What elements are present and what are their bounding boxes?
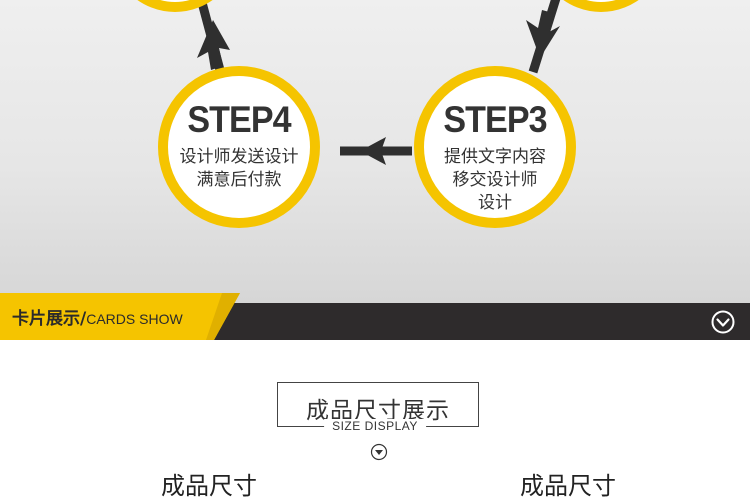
step-3-title: STEP3 bbox=[443, 99, 547, 140]
size-label-right: 成品尺寸 bbox=[520, 472, 616, 500]
step-3-line-2: 移交设计师 bbox=[452, 170, 538, 190]
arrow-down-icon bbox=[526, 10, 560, 58]
step-3-circle: STEP3 提供文字内容 移交设计师 设计 bbox=[414, 66, 576, 228]
arrow-up-icon bbox=[197, 20, 230, 70]
step-3-line-3: 设计 bbox=[478, 193, 512, 213]
step-3-line-1: 提供文字内容 bbox=[444, 147, 546, 167]
section-tab bbox=[0, 293, 240, 340]
section-title: 卡片展示/CARDS SHOW bbox=[12, 306, 183, 332]
chevron-down-circle-small-icon bbox=[370, 443, 388, 461]
step-4-line-1: 设计师发送设计 bbox=[179, 147, 299, 167]
section-title-en: CARDS SHOW bbox=[86, 311, 183, 327]
step-3-description: 提供文字内容 移交设计师 设计 bbox=[424, 146, 566, 215]
step-4-line-2: 满意后付款 bbox=[196, 170, 282, 190]
chevron-down-circle-icon[interactable] bbox=[711, 310, 735, 334]
step-4-circle: STEP4 设计师发送设计 满意后付款 bbox=[158, 66, 320, 228]
size-display-subtitle: SIZE DISPLAY bbox=[324, 419, 426, 433]
process-section: STEP4 设计师发送设计 满意后付款 STEP3 提供文字内容 移交设计师 设… bbox=[0, 0, 750, 303]
step-4-description: 设计师发送设计 满意后付款 bbox=[168, 146, 310, 192]
section-title-cn: 卡片展示/ bbox=[12, 309, 87, 329]
step-4-title: STEP4 bbox=[187, 99, 291, 140]
arrow-left-icon bbox=[360, 137, 386, 165]
size-label-left: 成品尺寸 bbox=[161, 472, 257, 500]
process-connectors bbox=[196, 0, 561, 165]
